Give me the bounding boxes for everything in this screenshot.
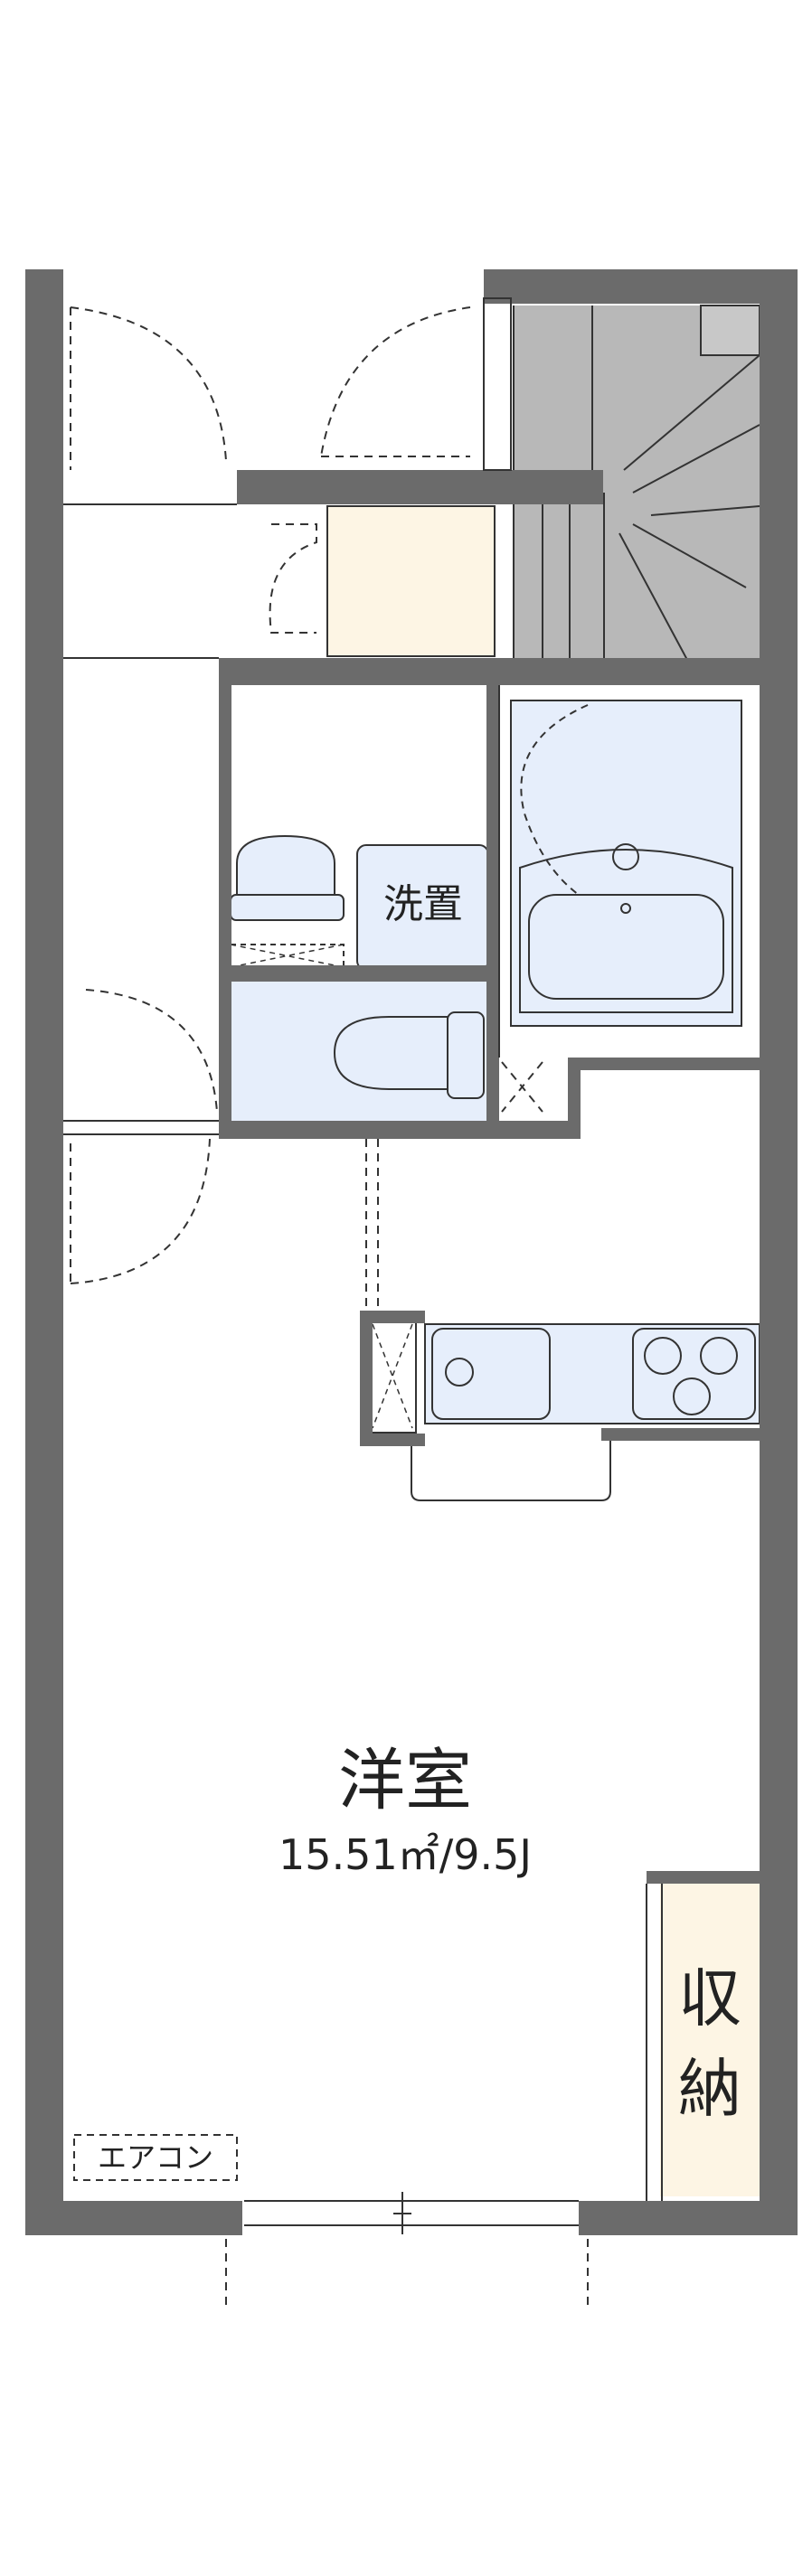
wall-toilet-bottom <box>219 1121 581 1139</box>
wall-bottom-right <box>579 2201 798 2235</box>
hall-door-swing <box>85 989 218 1113</box>
shoebox-door <box>269 523 317 634</box>
aircon-label: エアコン <box>98 2140 213 2175</box>
wall-bath-bottom-step <box>568 1058 581 1139</box>
stove <box>632 1328 756 1420</box>
aircon: エアコン <box>73 2134 238 2181</box>
upper-door-swing <box>320 306 471 457</box>
wall-right <box>760 269 798 2235</box>
kitchen-cabinet-outline <box>411 1437 611 1501</box>
fridge-space <box>368 1319 417 1434</box>
wall-fridge-bottom <box>360 1434 425 1446</box>
storage-label-1: 収 <box>678 1961 741 2035</box>
sink-drain-icon <box>445 1358 474 1387</box>
wall-bath-bottom <box>568 1058 760 1070</box>
shower-icon <box>612 843 639 870</box>
wall-counter-end <box>601 1428 760 1441</box>
wall-closet-top <box>647 1871 760 1884</box>
wall-top-right <box>484 269 798 304</box>
bathtub-inner <box>528 894 724 1000</box>
wall-washroom-left <box>219 685 231 1137</box>
door-swings <box>70 306 589 2305</box>
kitchen-duct <box>365 1139 379 1311</box>
washbasin-cabinet <box>230 944 345 968</box>
bath-door-marks <box>501 1061 543 1113</box>
drain-icon <box>620 903 631 914</box>
wall-bottom-left <box>25 2201 242 2235</box>
washbasin-counter <box>230 894 345 921</box>
wall-fridge-top <box>360 1311 425 1323</box>
partition-lines <box>63 297 663 2234</box>
room-door-swing <box>70 1138 211 1284</box>
storage-label-2: 納 <box>678 2052 741 2126</box>
burner-icon <box>673 1377 711 1415</box>
wall-entrance-upper <box>237 470 603 504</box>
washer-area: 洗置 <box>230 834 489 971</box>
closet-fill <box>660 1880 760 2196</box>
stair-lines <box>513 306 760 661</box>
kitchen-sink <box>431 1328 551 1420</box>
burner-icon <box>644 1337 682 1375</box>
washer-label: 洗置 <box>383 881 463 927</box>
wall-fridge-left <box>360 1311 373 1446</box>
stair-landing <box>700 305 760 356</box>
bath-door-swing <box>520 704 589 896</box>
wall-toilet-right <box>486 685 499 1137</box>
toilet-room <box>226 981 488 1125</box>
kitchen <box>368 1319 760 1501</box>
toilet-bowl <box>333 1016 448 1090</box>
burner-icon <box>700 1337 738 1375</box>
entrance-door-swing <box>70 306 227 462</box>
room-area: 15.51㎡/9.5J <box>279 1830 532 1879</box>
bathroom <box>510 700 742 1027</box>
shoe-storage <box>326 505 496 657</box>
wall-entrance-lower <box>219 658 760 685</box>
room-name: 洋室 <box>338 1742 472 1819</box>
aircon-outline <box>73 2134 238 2181</box>
walls <box>25 269 798 2235</box>
wall-left <box>25 269 63 2235</box>
wall-toilet-top <box>219 965 499 982</box>
washbasin <box>236 834 335 896</box>
toilet-tank <box>447 1011 485 1099</box>
